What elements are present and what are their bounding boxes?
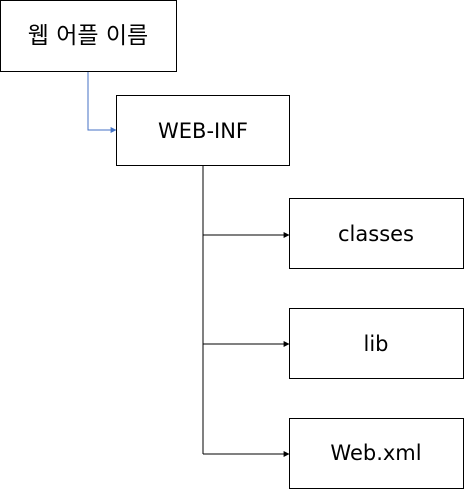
classes-node: classes — [289, 198, 464, 269]
webinf-node: WEB-INF — [116, 95, 290, 166]
root-node: 웹 어플 이름 — [0, 0, 177, 72]
root-to-webinf-connector — [87, 72, 117, 133]
web-xml-node: Web.xml — [289, 418, 464, 489]
root-node-label: 웹 어플 이름 — [28, 23, 148, 49]
lib-node-label: lib — [364, 332, 389, 356]
web-xml-node-label: Web.xml — [330, 441, 421, 465]
classes-node-label: classes — [338, 222, 414, 246]
webinf-node-label: WEB-INF — [158, 119, 248, 143]
lib-node: lib — [289, 308, 464, 379]
